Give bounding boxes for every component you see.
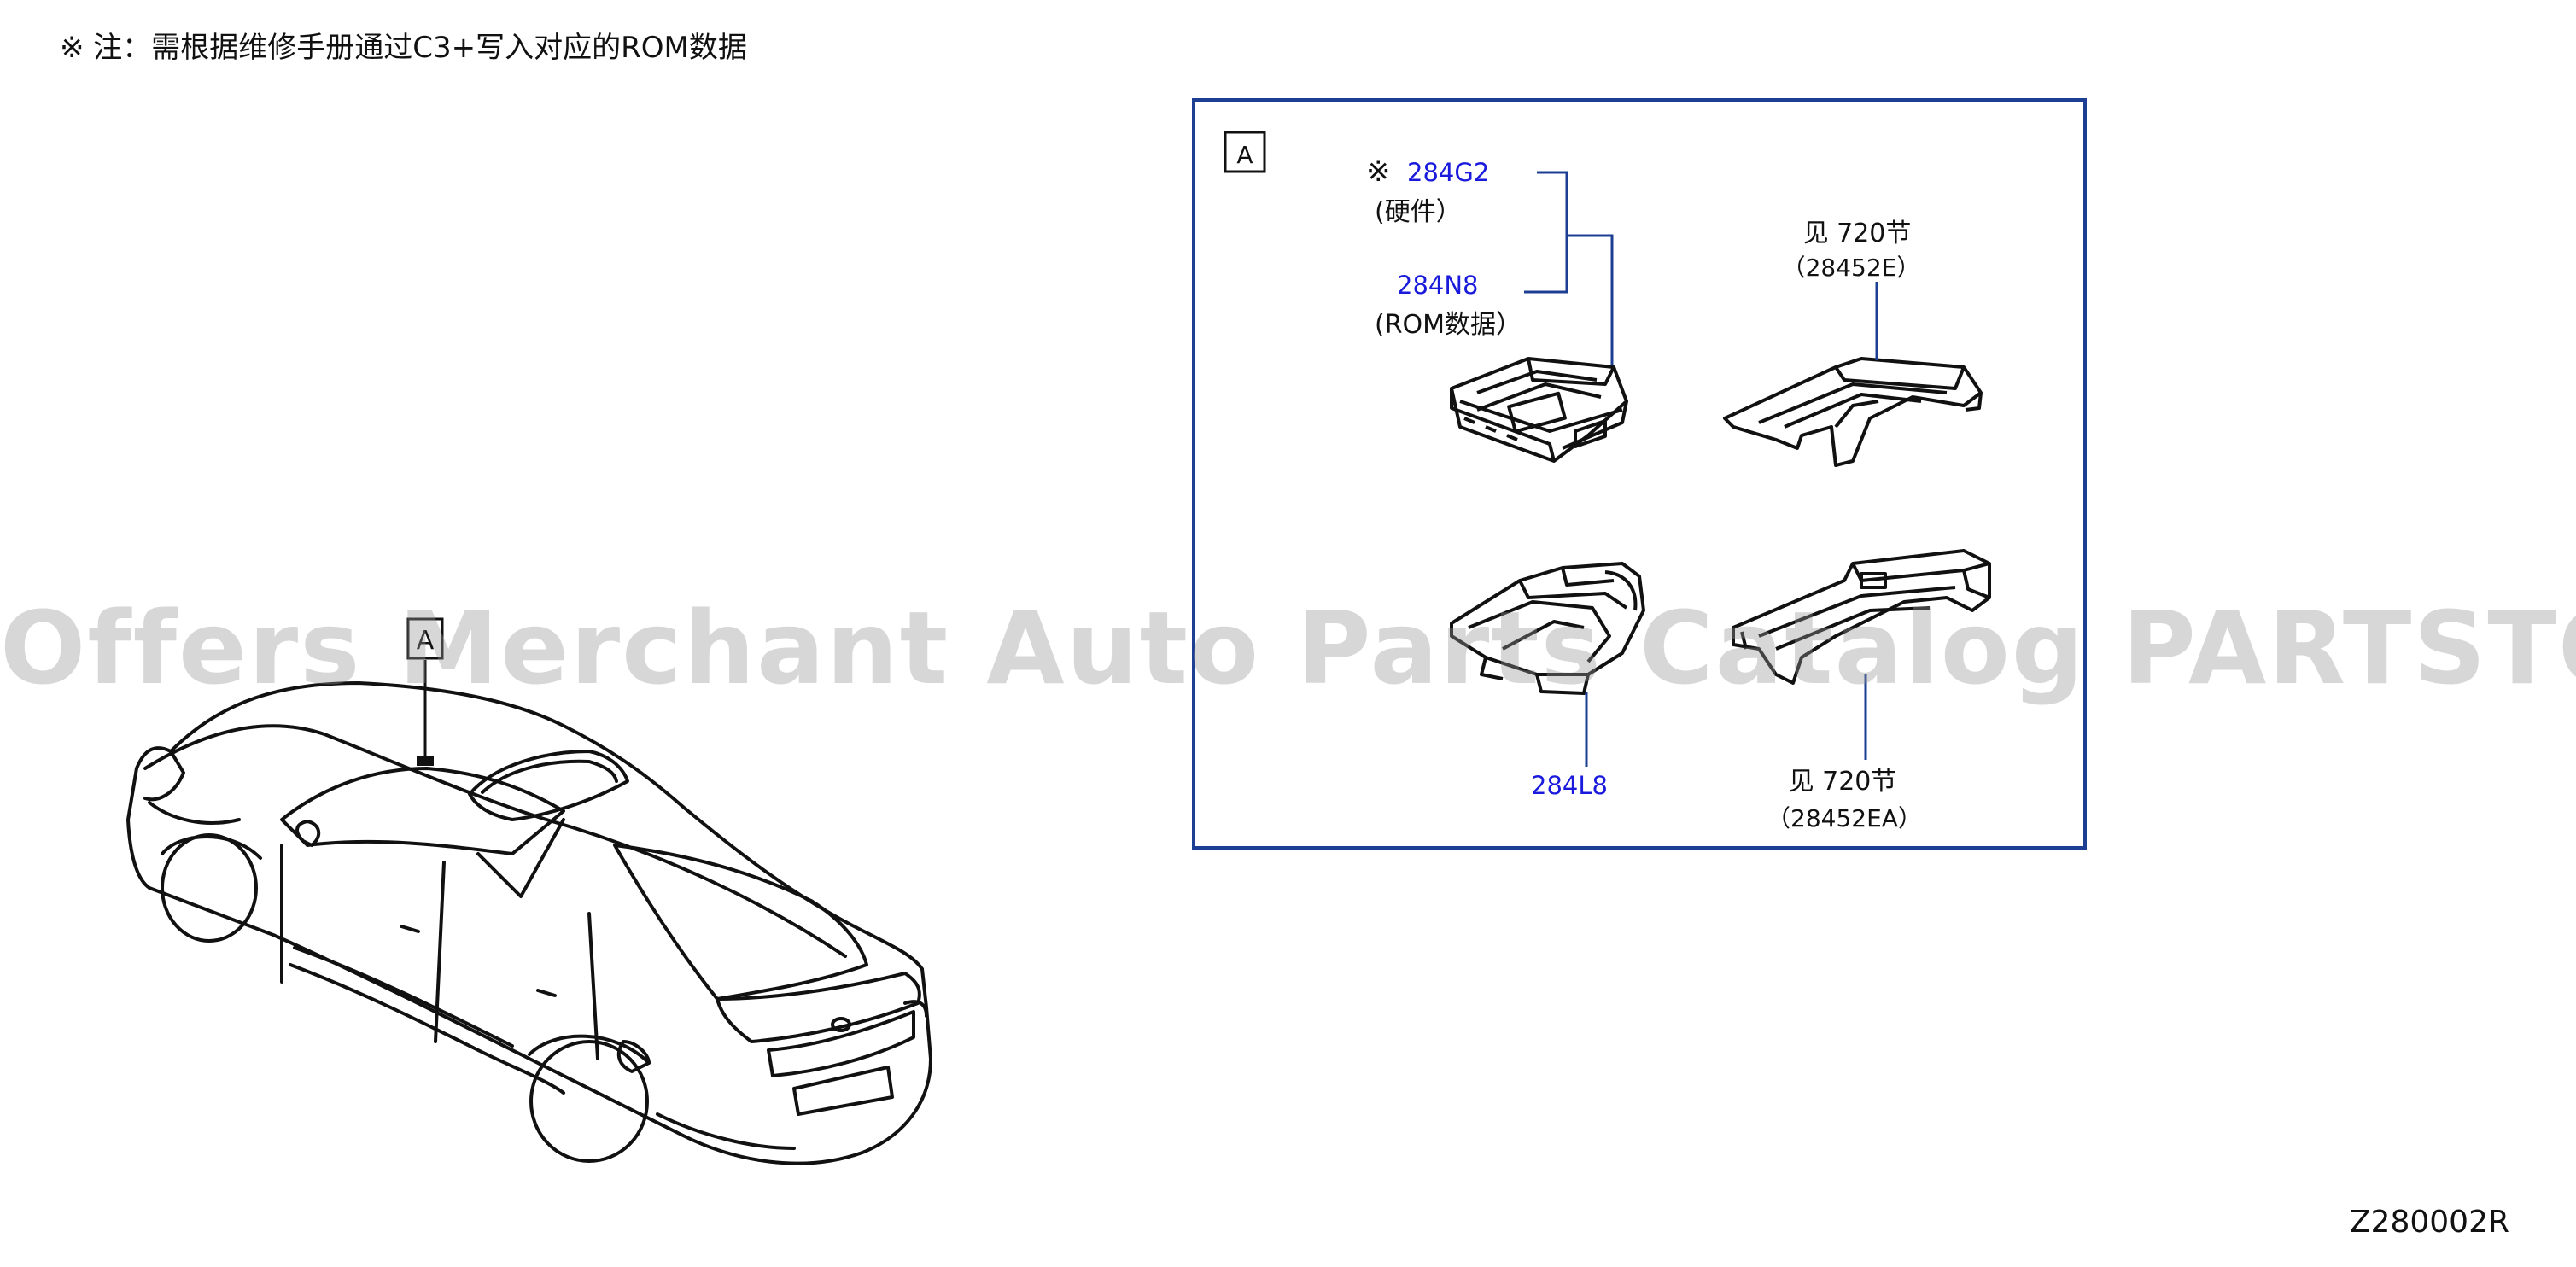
callout-284l8[interactable]: 284L8: [1531, 771, 1608, 800]
callout-284n8[interactable]: 284N8 (ROM数据）: [1375, 271, 1522, 340]
part-antenna-284l8-illustration: [1450, 562, 1645, 695]
vehicle-illustration: [126, 681, 932, 1165]
car-callout-a[interactable]: A: [406, 617, 444, 756]
part-bracket-28452ea-illustration: [1732, 549, 1991, 685]
part-code-28452ea[interactable]: （28452EA）: [1767, 804, 1922, 832]
callout-bracket: [1524, 171, 1614, 376]
callout-284g2[interactable]: ※ 284G2 (硬件）: [1366, 155, 1489, 227]
section-ref-720: 见 720节: [1803, 219, 1912, 248]
part-code-28452e[interactable]: （28452E）: [1782, 254, 1921, 282]
callout-28452e[interactable]: 见 720节 （28452E）: [1782, 219, 1921, 282]
callout-28452ea[interactable]: 见 720节 （28452EA）: [1767, 767, 1922, 832]
part-module-illustration: [1450, 357, 1628, 463]
part-code-284g2[interactable]: 284G2: [1407, 158, 1489, 187]
car-callout-label: A: [417, 626, 435, 656]
part-code-284n8[interactable]: 284N8: [1397, 271, 1479, 300]
part-code-284l8[interactable]: 284L8: [1531, 771, 1608, 800]
figure-code: Z280002R: [2349, 1205, 2509, 1240]
detail-label-box: A: [1224, 131, 1266, 173]
detail-frame: [1192, 98, 2087, 850]
module-location-marker: [417, 756, 434, 766]
part-bracket-28452e-illustration: [1723, 357, 1983, 467]
part-desc-hardware: (硬件）: [1375, 197, 1462, 227]
note-text: ※ 注：需根据维修手册通过C3+写入对应的ROM数据: [60, 31, 747, 65]
part-desc-rom: (ROM数据）: [1375, 310, 1522, 340]
section-ref-720-b: 见 720节: [1789, 767, 1897, 797]
hardware-note-mark: ※: [1366, 155, 1391, 189]
svg-text:A: A: [1236, 141, 1253, 169]
